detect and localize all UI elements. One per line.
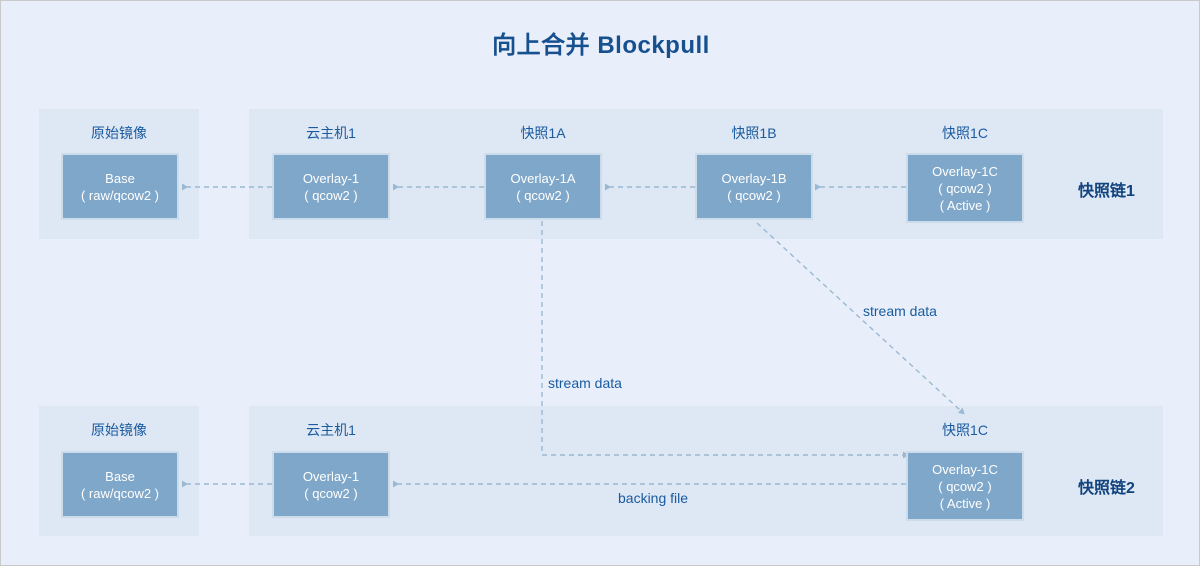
edge-label-backing-file: backing file [618,490,689,506]
node-chain1-overlay1[interactable]: Overlay-1 ( qcow2 ) [272,153,390,220]
node-line: Overlay-1 [302,468,360,484]
page-title: 向上合并 Blockpull [492,32,710,59]
node-line: ( raw/qcow2 ) [80,485,160,501]
node-line: Overlay-1C [932,163,998,179]
group-label-chain1-original-image: 原始镜像 [91,125,147,141]
group-label-chain2-snapshot-1c: 快照1C [942,422,988,438]
edge-label-stream-data-diagonal: stream data [863,303,937,319]
node-line: ( qcow2 ) [727,187,781,203]
node-line: Overlay-1A [510,170,576,186]
node-line: ( qcow2 ) [938,478,992,494]
node-chain2-base[interactable]: Base ( raw/qcow2 ) [61,451,179,518]
group-label-chain1-snapshot-1a: 快照1A [520,125,566,141]
node-chain1-base[interactable]: Base ( raw/qcow2 ) [61,153,179,220]
node-line: Base [105,170,135,186]
node-line: ( raw/qcow2 ) [80,187,160,203]
group-label-chain2-host: 云主机1 [306,422,356,438]
node-line: Base [105,468,135,484]
node-line: ( qcow2 ) [938,180,992,196]
node-chain2-overlay1c[interactable]: Overlay-1C ( qcow2 ) ( Active ) [906,451,1024,521]
chain-label-2: 快照链2 [1078,480,1135,497]
node-line: ( qcow2 ) [304,485,358,501]
node-chain2-overlay1[interactable]: Overlay-1 ( qcow2 ) [272,451,390,518]
edge-label-stream-data-vertical: stream data [548,375,622,391]
node-chain1-overlay1c[interactable]: Overlay-1C ( qcow2 ) ( Active ) [906,153,1024,223]
group-label-chain1-snapshot-1b: 快照1B [731,125,777,141]
group-label-chain1-snapshot-1c: 快照1C [942,125,988,141]
node-chain1-overlay1a[interactable]: Overlay-1A ( qcow2 ) [484,153,602,220]
node-line: ( Active ) [939,197,991,213]
group-label-chain2-original-image: 原始镜像 [91,422,147,438]
node-line: Overlay-1C [932,461,998,477]
node-line: Overlay-1B [721,170,787,186]
node-line: ( Active ) [939,495,991,511]
node-line: ( qcow2 ) [304,187,358,203]
node-line: ( qcow2 ) [516,187,570,203]
group-label-chain1-host: 云主机1 [306,125,356,141]
chain-label-1: 快照链1 [1078,183,1135,200]
node-chain1-overlay1b[interactable]: Overlay-1B ( qcow2 ) [695,153,813,220]
node-line: Overlay-1 [302,170,360,186]
